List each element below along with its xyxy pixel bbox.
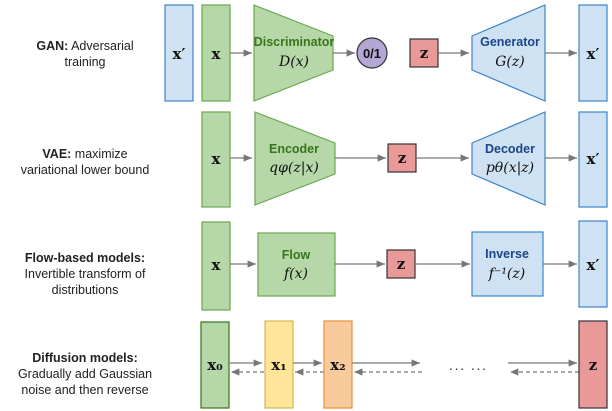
flow-x-box [201, 221, 231, 311]
gan-x-prime-input-box [164, 4, 194, 102]
gan-z-box [409, 38, 439, 68]
diffusion-row: Diffusion models: Gradually add Gaussian… [18, 320, 608, 409]
vae-x-prime-output-label: x′ [587, 150, 600, 168]
discriminator-func: D(x) [278, 54, 309, 70]
discriminator-title: Discriminator [254, 35, 335, 49]
flow-box [257, 232, 336, 297]
encoder-title: Encoder [269, 142, 319, 156]
generator-trapezoid [471, 4, 546, 102]
decoder-func: pθ(x|z) [486, 160, 534, 176]
diffusion-x1-label: x₁ [271, 356, 287, 374]
flow-x-prime-output-box [578, 220, 608, 308]
diffusion-x1-box [264, 320, 294, 409]
flow-func: f(x) [283, 266, 308, 282]
gan-label-line1: GAN: Adversarial [36, 39, 133, 53]
inverse-func: f⁻¹(z) [488, 266, 525, 282]
output-circle [356, 37, 388, 69]
output-label: 0/1 [363, 46, 381, 61]
flow-z-box [386, 249, 416, 279]
vae-x-box [201, 111, 231, 208]
flow-z-label: z [397, 255, 406, 273]
decoder-trapezoid [471, 111, 546, 206]
flow-label-line1: Flow-based models: [25, 251, 145, 265]
gan-label-line2: training [65, 55, 106, 69]
inverse-title: Inverse [485, 247, 529, 261]
vae-z-label: z [398, 149, 407, 167]
vae-x-label: x [212, 150, 222, 168]
vae-label-line2: variational lower bound [21, 163, 150, 177]
discriminator-trapezoid [253, 4, 334, 102]
diffusion-ellipsis: ··· ··· [449, 360, 488, 376]
diffusion-x2-box [323, 320, 353, 409]
gan-x-prime-output-label: x′ [587, 45, 600, 63]
encoder-trapezoid [254, 111, 336, 206]
diffusion-z-label: z [589, 356, 598, 374]
generator-func: G(z) [495, 54, 524, 70]
vae-label-line1: VAE: maximize [42, 147, 127, 161]
flow-x-prime-output-label: x′ [587, 256, 600, 274]
generator-title: Generator [480, 35, 540, 49]
diffusion-x0-label: x₀ [207, 356, 223, 374]
vae-x-prime-output-box [578, 111, 608, 208]
diffusion-x0-box [200, 321, 230, 409]
diffusion-x2-label: x₂ [330, 356, 346, 374]
gan-x-prime-input-label: x′ [173, 45, 186, 63]
flow-x-label: x [212, 256, 222, 274]
flow-title: Flow [282, 248, 311, 262]
diffusion-z-box [578, 320, 608, 409]
gan-x-box [201, 4, 231, 102]
vae-row: VAE: maximize variational lower bound x … [21, 111, 608, 208]
flow-label-line3: distributions [52, 283, 119, 297]
gan-row: GAN: Adversarial training x′ x Discrimin… [36, 4, 608, 102]
encoder-func: qφ(z|x) [269, 160, 319, 176]
gan-z-label: z [420, 44, 429, 62]
inverse-box [471, 231, 544, 297]
diffusion-label-line1: Diffusion models: [32, 351, 138, 365]
gan-x-prime-output-box [578, 4, 608, 102]
gan-x-label: x [212, 45, 222, 63]
flow-label-line2: Invertible transform of [25, 267, 146, 281]
vae-z-box [387, 143, 417, 173]
flow-row: Flow-based models: Invertible transform … [25, 220, 608, 311]
diffusion-label-line3: noise and then reverse [21, 383, 148, 397]
diffusion-label-line2: Gradually add Gaussian [18, 367, 152, 381]
decoder-title: Decoder [485, 142, 535, 156]
